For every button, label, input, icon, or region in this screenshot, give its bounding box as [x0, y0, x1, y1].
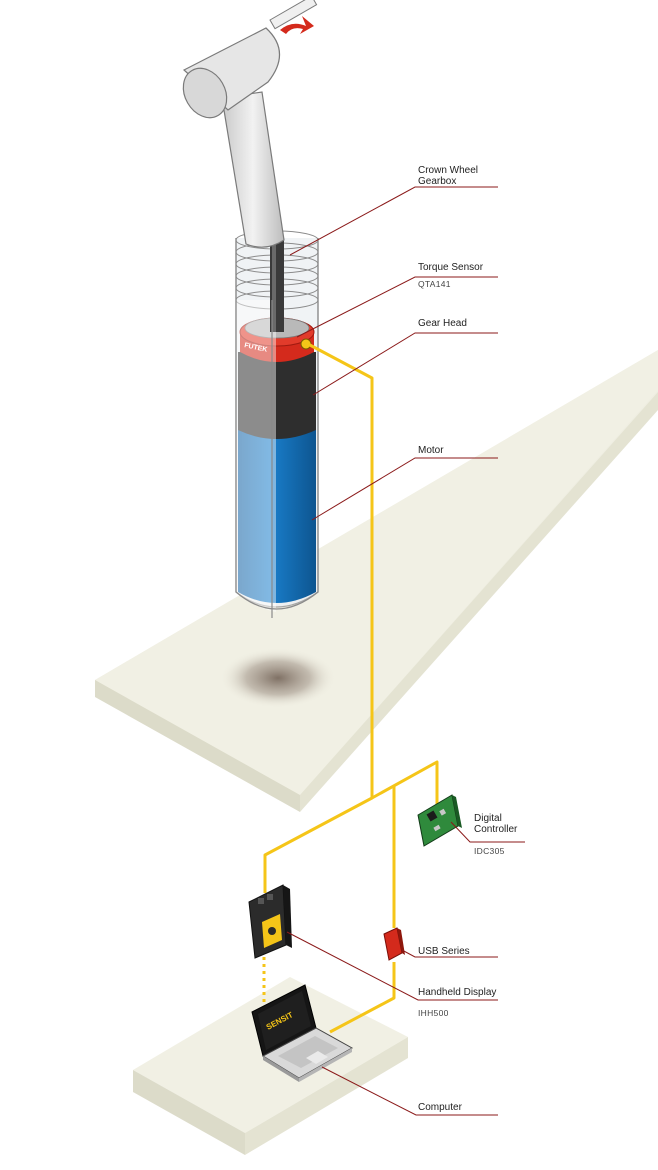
sensor-logo: FUTEK	[244, 342, 268, 354]
digital-controller-line1: Digital	[474, 813, 502, 824]
digital-controller-model: IDC305	[474, 846, 505, 856]
handheld-display-model: IHH500	[418, 1008, 449, 1018]
cables	[262, 342, 439, 1034]
shadow	[220, 648, 336, 708]
leader-lines	[286, 186, 525, 1116]
handheld-display-device	[248, 884, 292, 959]
torque-sensor-model: QTA141	[418, 279, 451, 289]
rotation-arrow-icon	[280, 16, 314, 34]
digital-controller-board	[417, 794, 462, 847]
crown-wheel-label: Crown Wheel Gearbox	[418, 165, 478, 187]
motor-label: Motor	[418, 445, 444, 456]
digital-controller-label: Digital Controller	[474, 813, 517, 835]
handheld-display-label: Handheld Display	[418, 987, 497, 998]
laptop-computer: SENSIT	[251, 984, 354, 1082]
digital-controller-line2: Controller	[474, 824, 518, 835]
crown-wheel-line2: Gearbox	[418, 176, 457, 187]
usb-series-device	[383, 927, 405, 961]
usb-series-label: USB Series	[418, 946, 470, 957]
gear-head-label: Gear Head	[418, 318, 467, 329]
crown-wheel-line1: Crown Wheel	[418, 165, 479, 176]
motor-assembly: FUTEK	[235, 230, 319, 618]
upper-platform	[95, 350, 658, 812]
crown-wheel-gearbox	[182, 0, 318, 248]
torque-sensor-label: Torque Sensor	[418, 262, 484, 273]
computer-label: Computer	[418, 1102, 462, 1113]
